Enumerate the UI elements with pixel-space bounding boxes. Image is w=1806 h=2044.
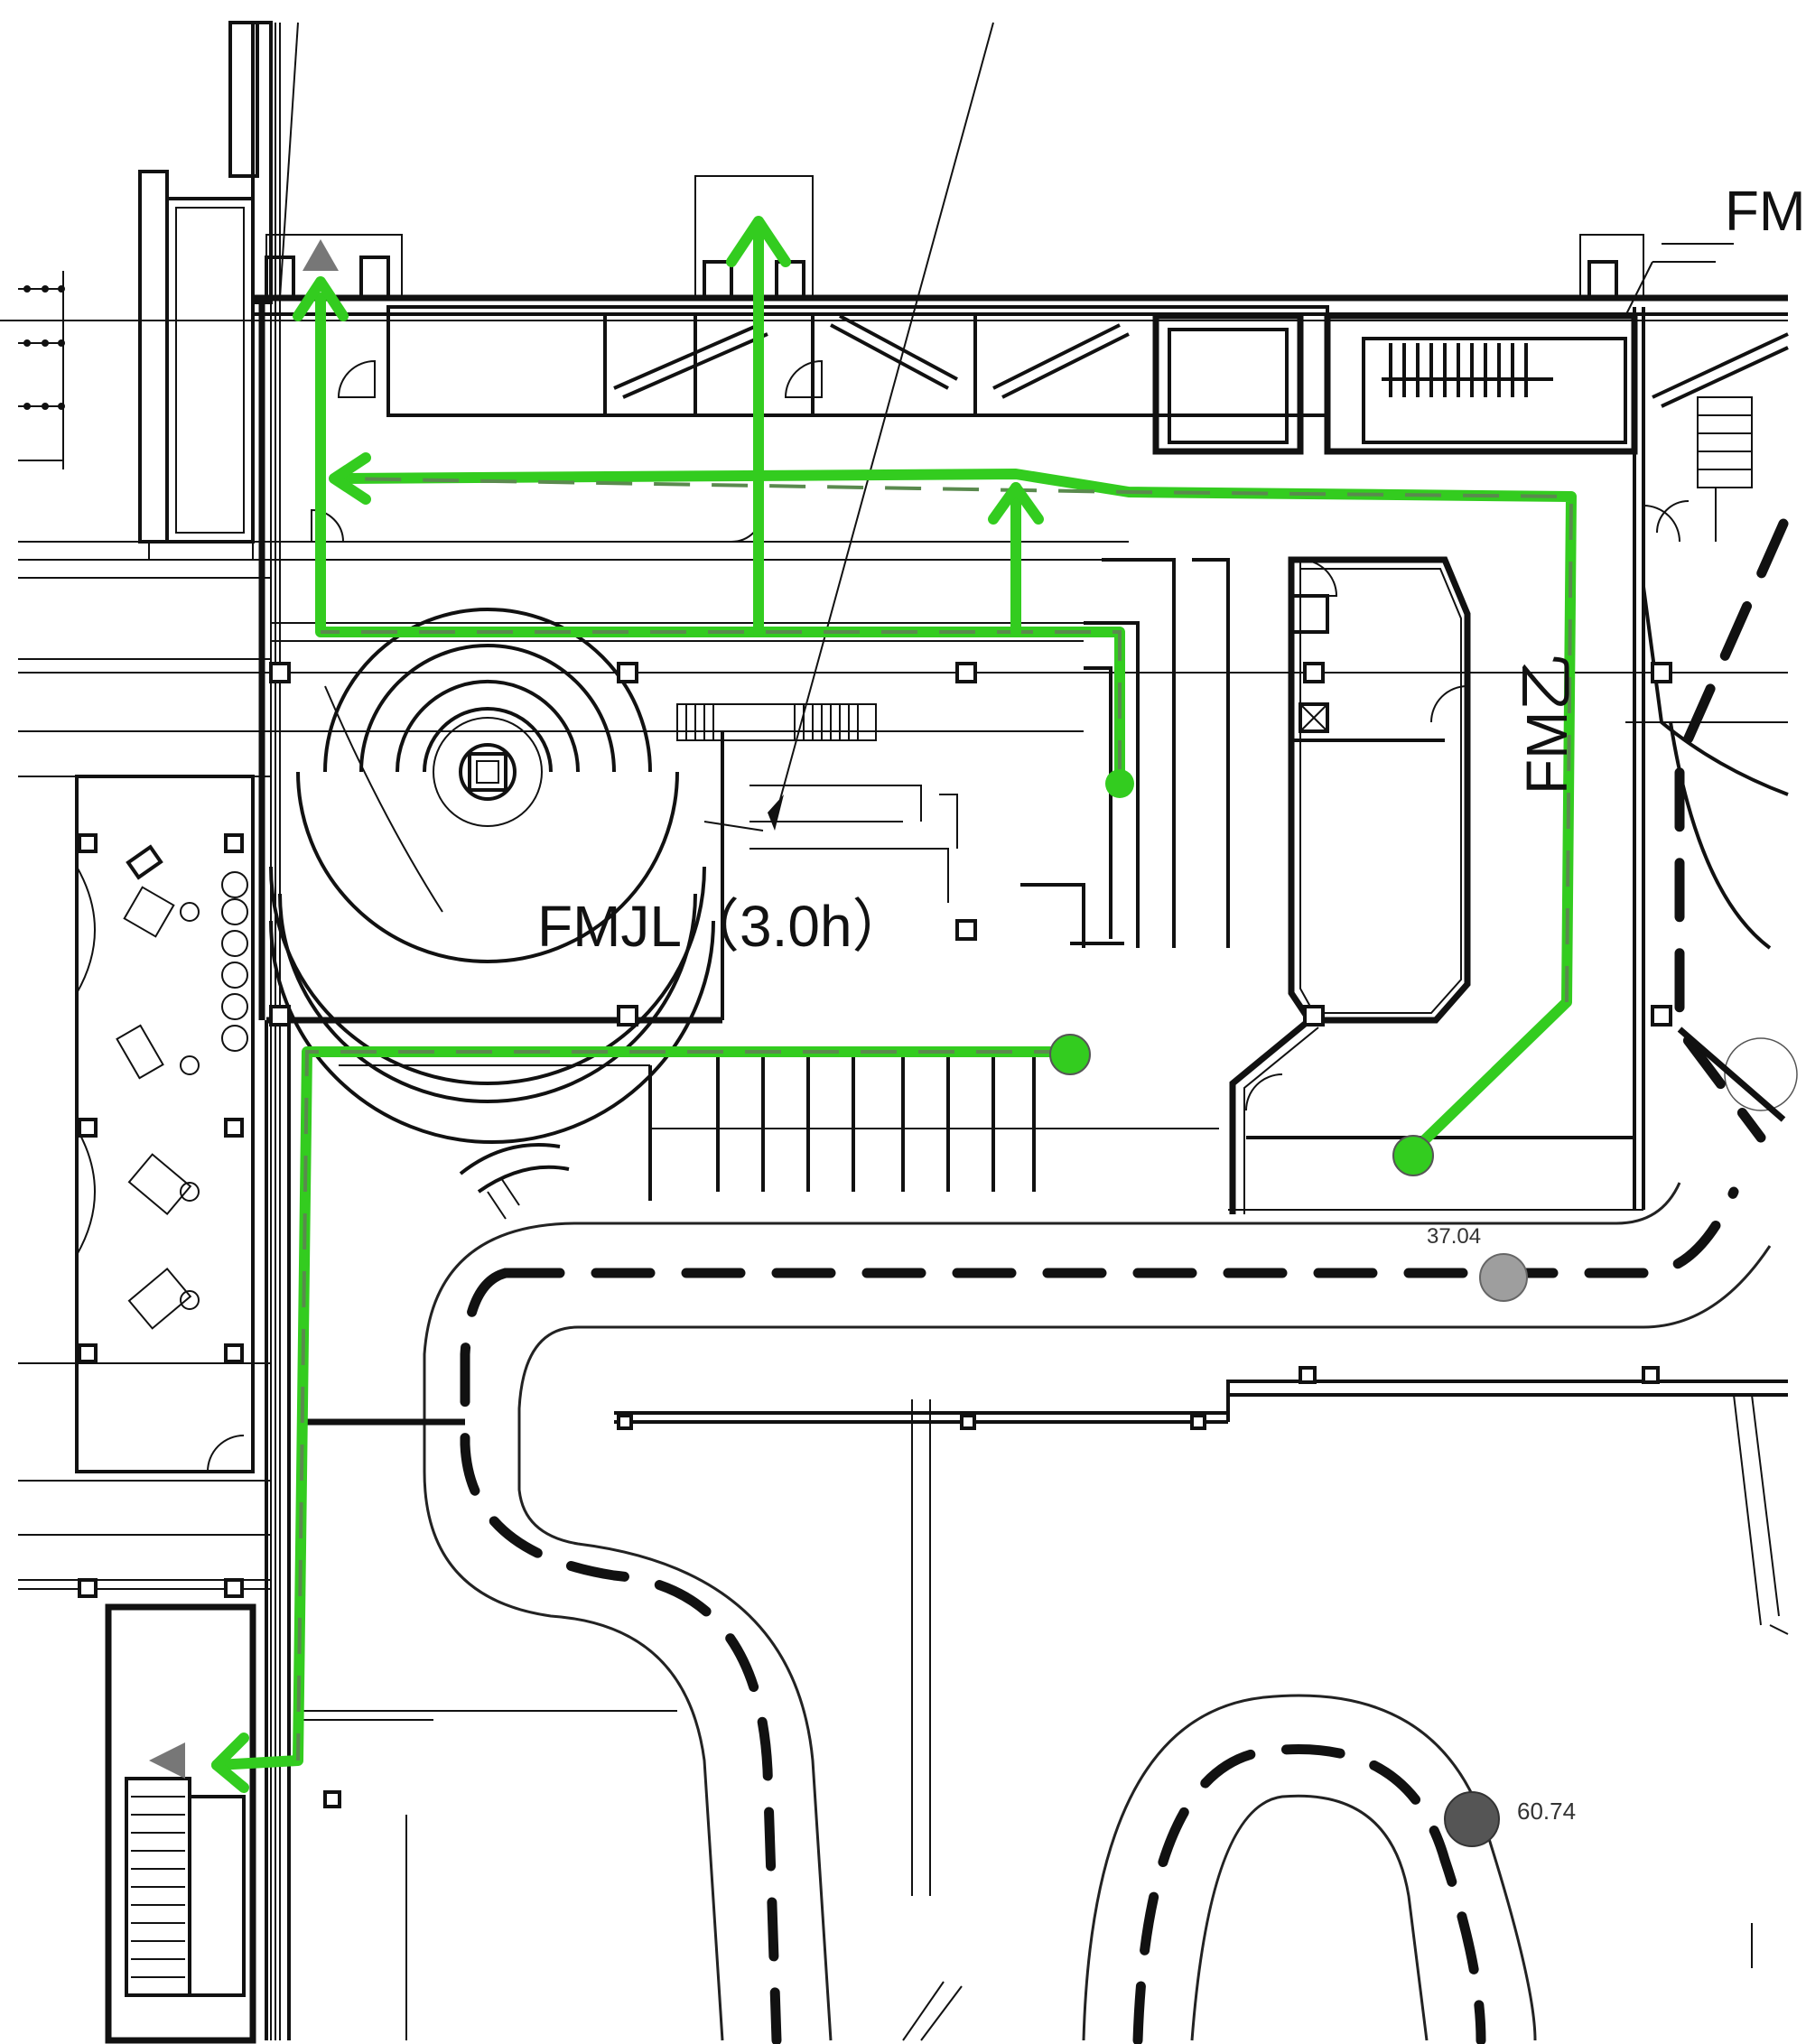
- left-edge-structure: [18, 271, 65, 469]
- route-upper-loop-dash: [321, 630, 1122, 776]
- label-elevation-2: 60.74: [1517, 1798, 1576, 1825]
- arrow-head-icon: [293, 239, 349, 321]
- stair-treads: [1382, 343, 1553, 397]
- label-fmjl: FMJL（3.0h）: [537, 894, 910, 959]
- door-swings: [207, 359, 1690, 1473]
- elevation-marker-icon: [1444, 1791, 1500, 1847]
- spiral-ramp: [266, 608, 724, 1144]
- reference-lines: [279, 22, 1734, 832]
- label-fm-top-right: FM: [1725, 181, 1806, 243]
- start-point-icon: [1392, 1135, 1434, 1176]
- lower-left-stair: [105, 1603, 256, 2044]
- left-vertical-walls: [258, 298, 291, 2040]
- start-point-icon: [1105, 769, 1134, 798]
- structural-columns: [78, 662, 1672, 1808]
- route-lower-dash: [296, 1050, 1070, 1761]
- driveway-centerline: [303, 518, 1789, 2044]
- label-fm-vertical: FM乙: [1514, 654, 1579, 794]
- building-walls: [0, 21, 1798, 2044]
- stepped-outline: [1020, 556, 1643, 1214]
- route-lower: [211, 1046, 1075, 1770]
- top-right-rooms: [1152, 261, 1753, 1210]
- arrow-head-icon: [149, 1733, 249, 1793]
- lower-left-room: [18, 775, 271, 1590]
- driveway: [298, 586, 1798, 2041]
- arrow-head-icon: [329, 452, 371, 505]
- start-point-icon: [1049, 1034, 1091, 1075]
- arrow-head-icon: [988, 482, 1044, 525]
- evacuation-routes: [149, 216, 1577, 1793]
- parking-stalls: [339, 1056, 1219, 1220]
- mid-stair: [676, 703, 958, 903]
- elevation-marker-icon: [1479, 1253, 1528, 1302]
- label-elevation-1: 37.04: [1427, 1224, 1481, 1249]
- arrow-head-icon: [726, 216, 791, 267]
- route-right-dash: [338, 477, 1574, 1003]
